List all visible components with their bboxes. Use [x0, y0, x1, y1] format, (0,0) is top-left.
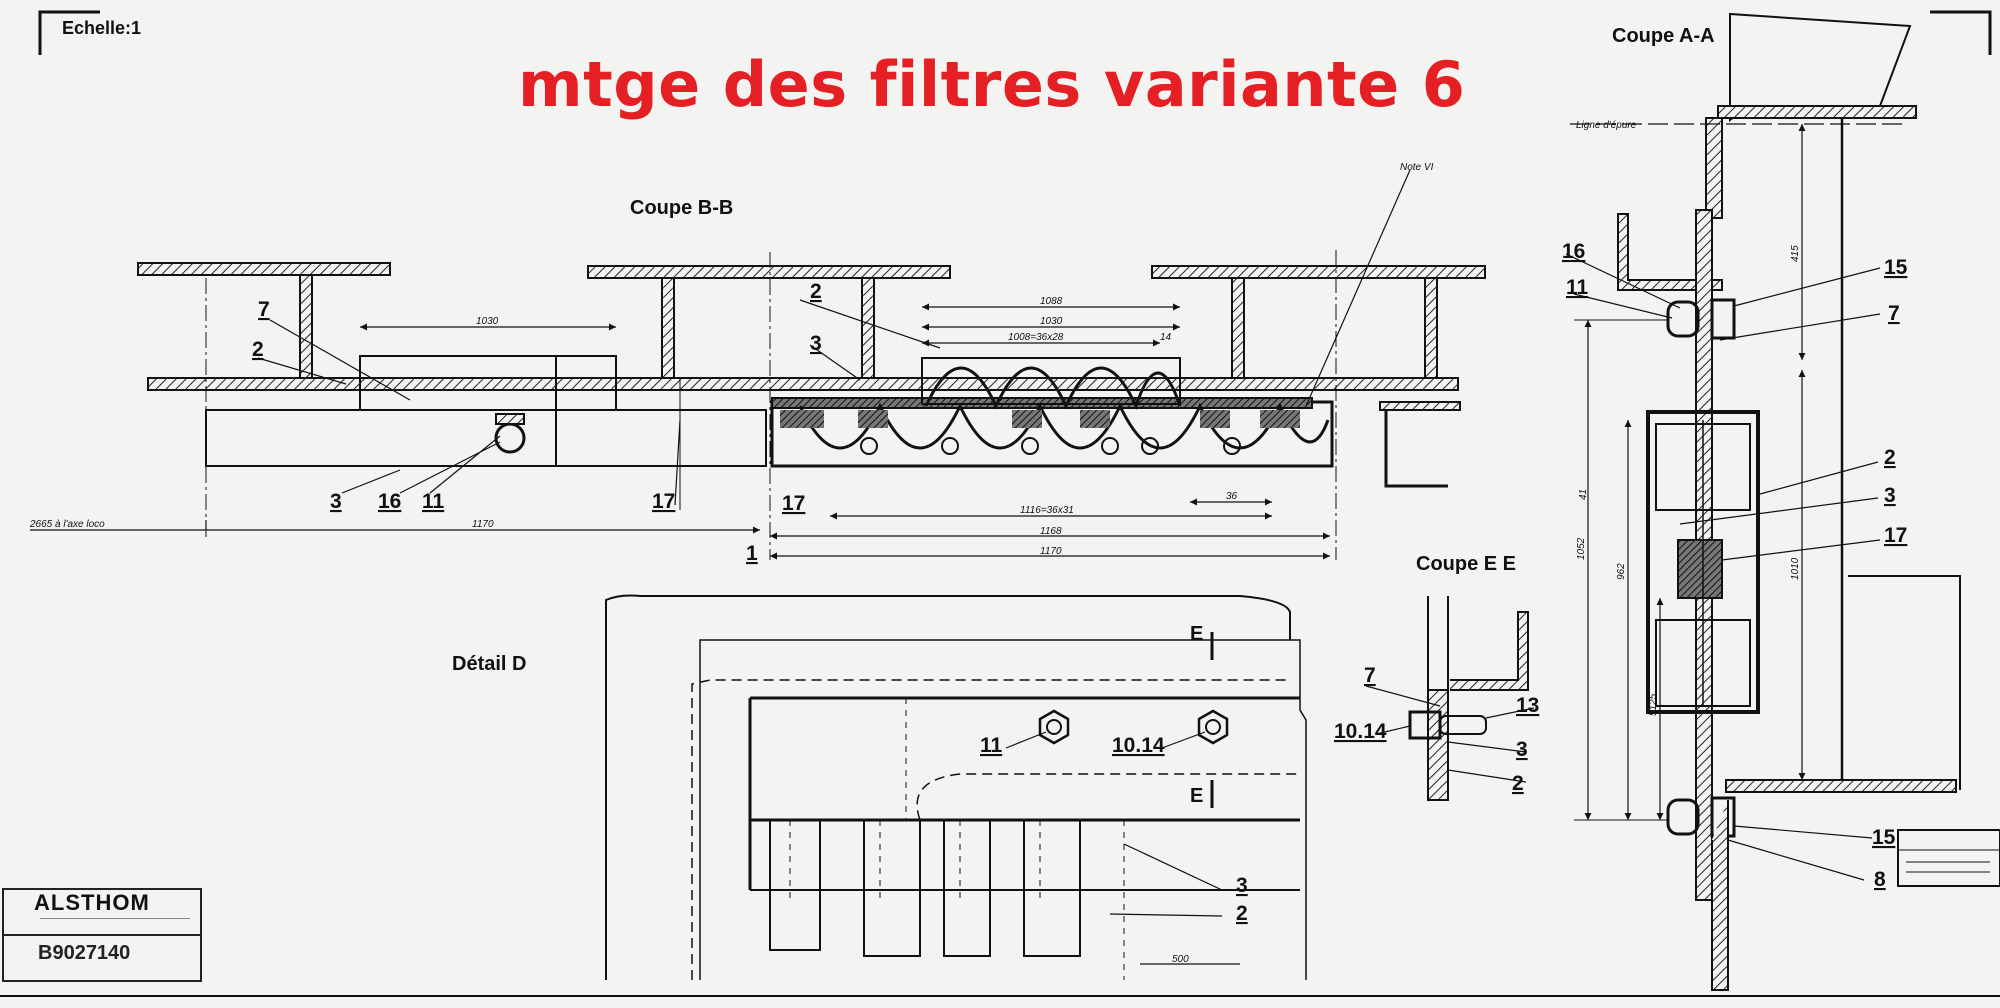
callouts-coupe-ee: 7 10.14 13 3 2 — [1334, 664, 1539, 795]
dimension-label: 5125 — [1648, 693, 1659, 716]
callout-label: 17 — [652, 490, 675, 513]
callout-label: 7 — [1364, 664, 1376, 687]
dimension-label: 36 — [1226, 491, 1238, 502]
view-titles: Coupe B-B Coupe A-A Coupe E E Détail D L… — [452, 25, 1715, 807]
dimension-label: 1008=36x28 — [1008, 332, 1064, 343]
callout-label: 7 — [258, 298, 270, 321]
callouts-coupe-bb: 7 2 3 16 11 17 17 2 3 — [252, 280, 822, 515]
coupe-bb-section — [137, 250, 1486, 560]
frame-marks — [0, 10, 2000, 997]
callouts-detail-d: 11 10.14 3 2 — [980, 734, 1248, 925]
callout-label: 11 — [980, 734, 1003, 757]
coupe-aa-title: Coupe A-A — [1612, 25, 1715, 47]
dimension-label: 1052 — [1576, 537, 1587, 560]
dimension-label: 1170 — [1040, 546, 1062, 557]
callout-label: 15 — [1884, 256, 1908, 279]
dimension-label: 1030 — [476, 316, 499, 327]
coupe-aa-section — [1565, 12, 2000, 991]
dimension-label: 1030 — [1040, 316, 1063, 327]
callout-label: 3 — [330, 490, 342, 513]
section-mark-top: E — [1190, 623, 1203, 645]
callout-label: 11 — [422, 490, 445, 513]
title-block: ALSTHOM B9027140 — [2, 888, 202, 982]
dimension-label: 1010 — [1790, 557, 1801, 580]
coupe-bb-dimensions — [30, 303, 1330, 560]
company-name: ALSTHOM — [34, 890, 150, 915]
title-block-number-box — [2, 934, 200, 978]
callout-label: 7 — [1888, 302, 1900, 325]
dimension-label: 2665 à l'axe loco — [29, 519, 105, 530]
callout-label: 11 — [1566, 276, 1589, 299]
callout-label: 3 — [1884, 484, 1896, 507]
ligne-epure-label: Ligne d'épure — [1576, 120, 1637, 131]
callout-label: 3 — [1236, 874, 1248, 897]
dimension-label: 1 — [746, 542, 758, 565]
detail-d-title: Détail D — [452, 653, 526, 675]
section-mark-bottom: E — [1190, 785, 1203, 807]
callout-label: 15 — [1872, 826, 1896, 849]
dimension-label: 1170 — [472, 519, 494, 530]
overlay-title: mtge des filtres variante 6 — [518, 48, 1466, 121]
dimension-label: 500 — [1172, 954, 1189, 965]
callout-label: 16 — [1562, 240, 1585, 263]
callout-label: 13 — [1516, 694, 1539, 717]
coupe-ee-section — [1365, 596, 1535, 801]
callout-label: 17 — [1884, 524, 1907, 547]
callout-label: 2 — [1884, 446, 1896, 469]
dimension-label: 1088 — [1040, 296, 1063, 307]
title-block-rule — [40, 918, 190, 933]
scale-note: Echelle:1 — [62, 18, 142, 38]
callout-label: 10.14 — [1334, 720, 1387, 743]
coupe-bb-title: Coupe B-B — [630, 197, 733, 219]
callout-label: 16 — [378, 490, 401, 513]
dimension-label: 1116=36x31 — [1020, 505, 1074, 516]
callout-label: 17 — [782, 492, 805, 515]
callout-label: 2 — [1512, 772, 1524, 795]
callouts-coupe-aa: 16 11 15 7 2 3 17 15 8 — [1562, 240, 1908, 891]
dimension-label: 415 — [1790, 245, 1801, 262]
callout-label: 3 — [1516, 738, 1528, 761]
dimension-label: 14 — [1160, 332, 1172, 343]
dimension-label: 1168 — [1040, 526, 1062, 537]
callout-label: 2 — [1236, 902, 1248, 925]
note-label: Note VI — [1400, 162, 1434, 173]
detail-d-view — [605, 594, 1307, 980]
dimensions-text: 1030 1088 1030 1008=36x28 14 36 1116=36x… — [29, 245, 1801, 965]
coupe-bb-leaders — [257, 169, 1411, 506]
callout-label: 3 — [810, 332, 822, 355]
dimension-label: 41 — [1578, 489, 1589, 500]
callout-label: 2 — [252, 338, 264, 361]
dimension-label: 962 — [1616, 563, 1627, 580]
drawing-number: B9027140 — [38, 942, 131, 964]
callout-label: 8 — [1874, 868, 1886, 891]
callout-label: 2 — [810, 280, 822, 303]
coupe-ee-title: Coupe E E — [1416, 553, 1516, 575]
callout-label: 10.14 — [1112, 734, 1165, 757]
